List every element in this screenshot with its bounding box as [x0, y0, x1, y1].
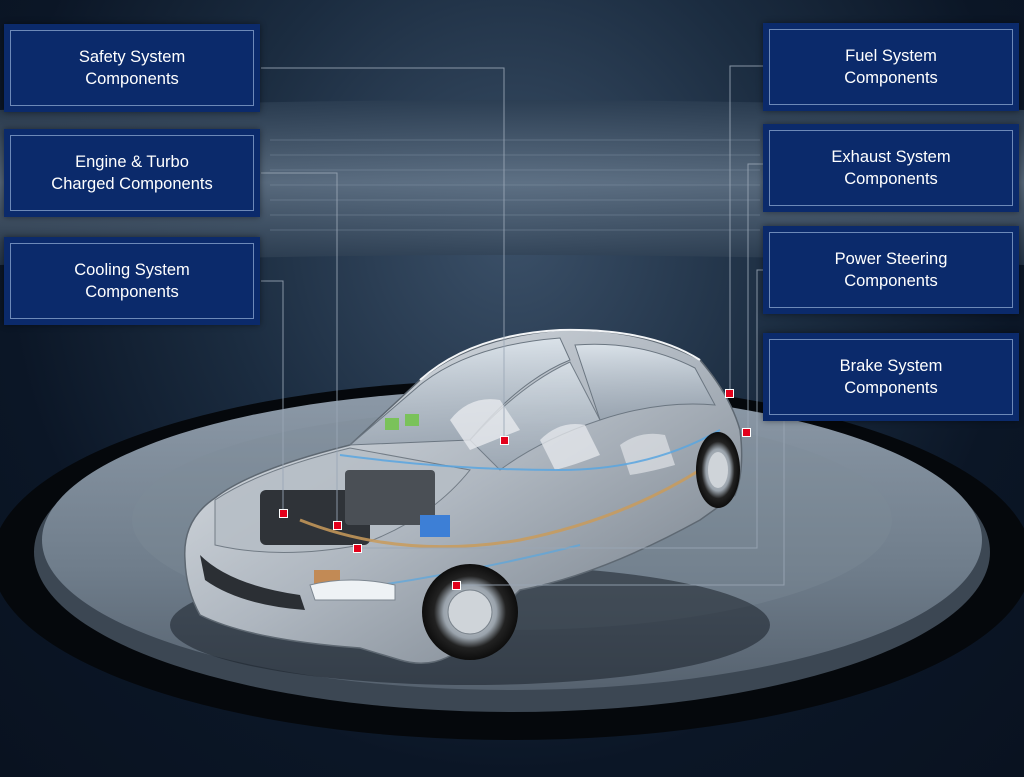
- engine-hotspot[interactable]: [333, 521, 342, 530]
- engine-turbo-box: Engine & Turbo Charged Components: [4, 129, 260, 217]
- cooling-hotspot[interactable]: [279, 509, 288, 518]
- safety-system-link[interactable]: Safety System Components: [10, 30, 254, 106]
- exhaust-hotspot[interactable]: [742, 428, 751, 437]
- car-illustration: [170, 328, 770, 685]
- fuel-system-link[interactable]: Fuel System Components: [769, 29, 1013, 105]
- fuel-hotspot[interactable]: [725, 389, 734, 398]
- brake-system-box: Brake System Components: [763, 333, 1019, 421]
- brake-hotspot[interactable]: [452, 581, 461, 590]
- exhaust-system-link[interactable]: Exhaust System Components: [769, 130, 1013, 206]
- power-steering-link[interactable]: Power Steering Components: [769, 232, 1013, 308]
- safety-hotspot[interactable]: [500, 436, 509, 445]
- exhaust-system-box: Exhaust System Components: [763, 124, 1019, 212]
- cooling-system-box: Cooling System Components: [4, 237, 260, 325]
- cooling-system-link[interactable]: Cooling System Components: [10, 243, 254, 319]
- safety-system-box: Safety System Components: [4, 24, 260, 112]
- power-steering-box: Power Steering Components: [763, 226, 1019, 314]
- brake-system-link[interactable]: Brake System Components: [769, 339, 1013, 415]
- engine-turbo-link[interactable]: Engine & Turbo Charged Components: [10, 135, 254, 211]
- fuel-system-box: Fuel System Components: [763, 23, 1019, 111]
- steering-hotspot[interactable]: [353, 544, 362, 553]
